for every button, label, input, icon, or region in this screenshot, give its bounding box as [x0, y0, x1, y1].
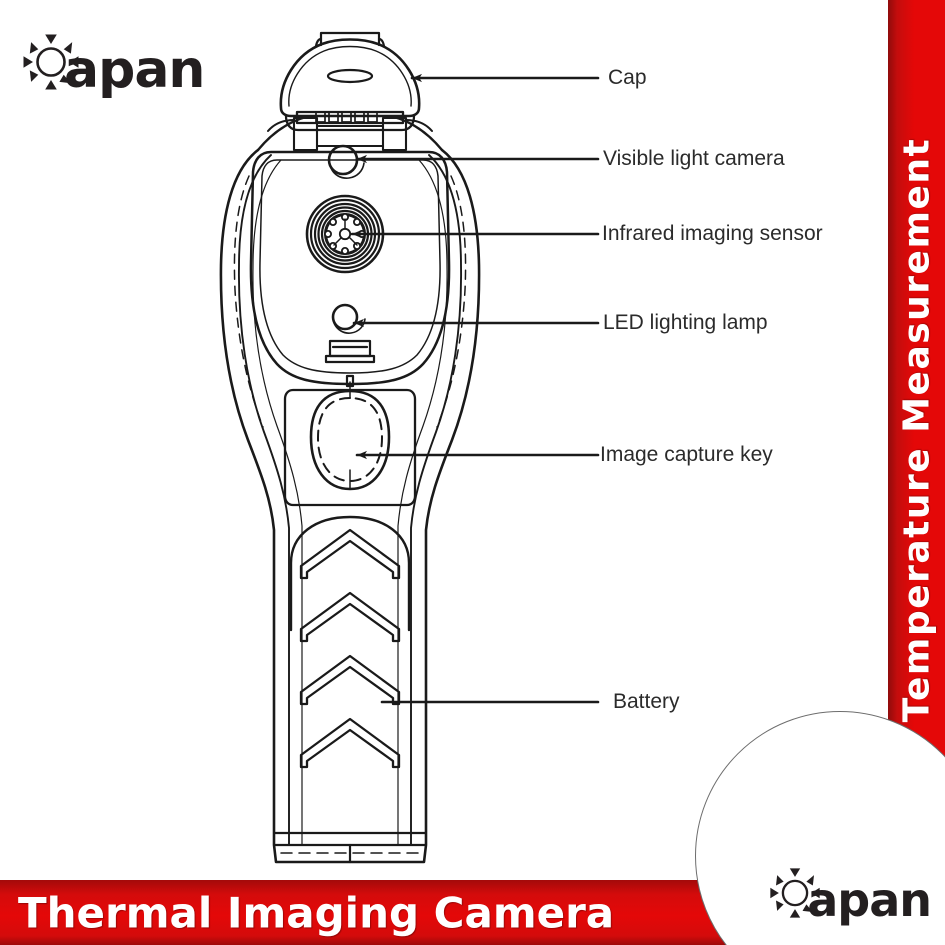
device-edge-hairlines — [252, 159, 448, 846]
grip-chevron — [299, 654, 401, 706]
grip-chevron — [299, 528, 401, 580]
led-lighting-lamp — [331, 303, 359, 331]
vertical-red-banner: Temperature Measurement — [888, 0, 945, 860]
image-capture-key-inner — [317, 397, 383, 482]
sun-burst-icon — [769, 867, 821, 919]
cap-inner-line — [288, 45, 412, 107]
callout-leaders — [350, 73, 600, 704]
brand-name: apan — [64, 40, 205, 100]
bottom-red-banner: Thermal Imaging Camera — [0, 880, 790, 945]
device-hidden-edges — [233, 175, 467, 428]
visible-light-camera-ring — [330, 162, 365, 179]
trigger-stem — [345, 374, 355, 388]
vertical-banner-text: Temperature Measurement — [896, 137, 937, 723]
callout-label-battery: Battery — [613, 690, 680, 713]
collar-side-blocks — [292, 116, 408, 152]
grip-chevron — [299, 717, 401, 769]
cap-ellipse-detail — [326, 68, 374, 84]
callout-label-infrared-imaging-sensor: Infrared imaging sensor — [602, 222, 823, 245]
callout-label-visible-light-camera: Visible light camera — [603, 147, 785, 170]
callout-label-led-lighting-lamp: LED lighting lamp — [603, 311, 768, 334]
cap-top-tab — [314, 31, 386, 48]
brand-logo-corner: apan — [769, 863, 932, 927]
front-face-panel-inner — [259, 159, 441, 374]
infrared-sensor-spokes — [333, 218, 358, 246]
grip-chevron — [299, 591, 401, 643]
collar-wings — [267, 119, 433, 132]
grip-chevrons — [299, 528, 401, 769]
collar-teeth — [315, 111, 378, 123]
callout-label-image-capture-key: Image capture key — [600, 443, 773, 466]
handle-grip-top — [289, 515, 411, 632]
battery-base-plate — [273, 831, 427, 864]
callout-label-cap: Cap — [608, 66, 647, 89]
trigger-housing — [283, 388, 417, 507]
face-bottom-connector — [324, 339, 376, 364]
cap-part — [279, 38, 421, 118]
device-inner-seam — [237, 154, 463, 846]
bottom-banner-text: Thermal Imaging Camera — [18, 888, 615, 937]
brand-logo: apan — [22, 28, 205, 100]
sun-burst-icon — [22, 33, 80, 91]
brand-name: apan — [807, 873, 932, 927]
